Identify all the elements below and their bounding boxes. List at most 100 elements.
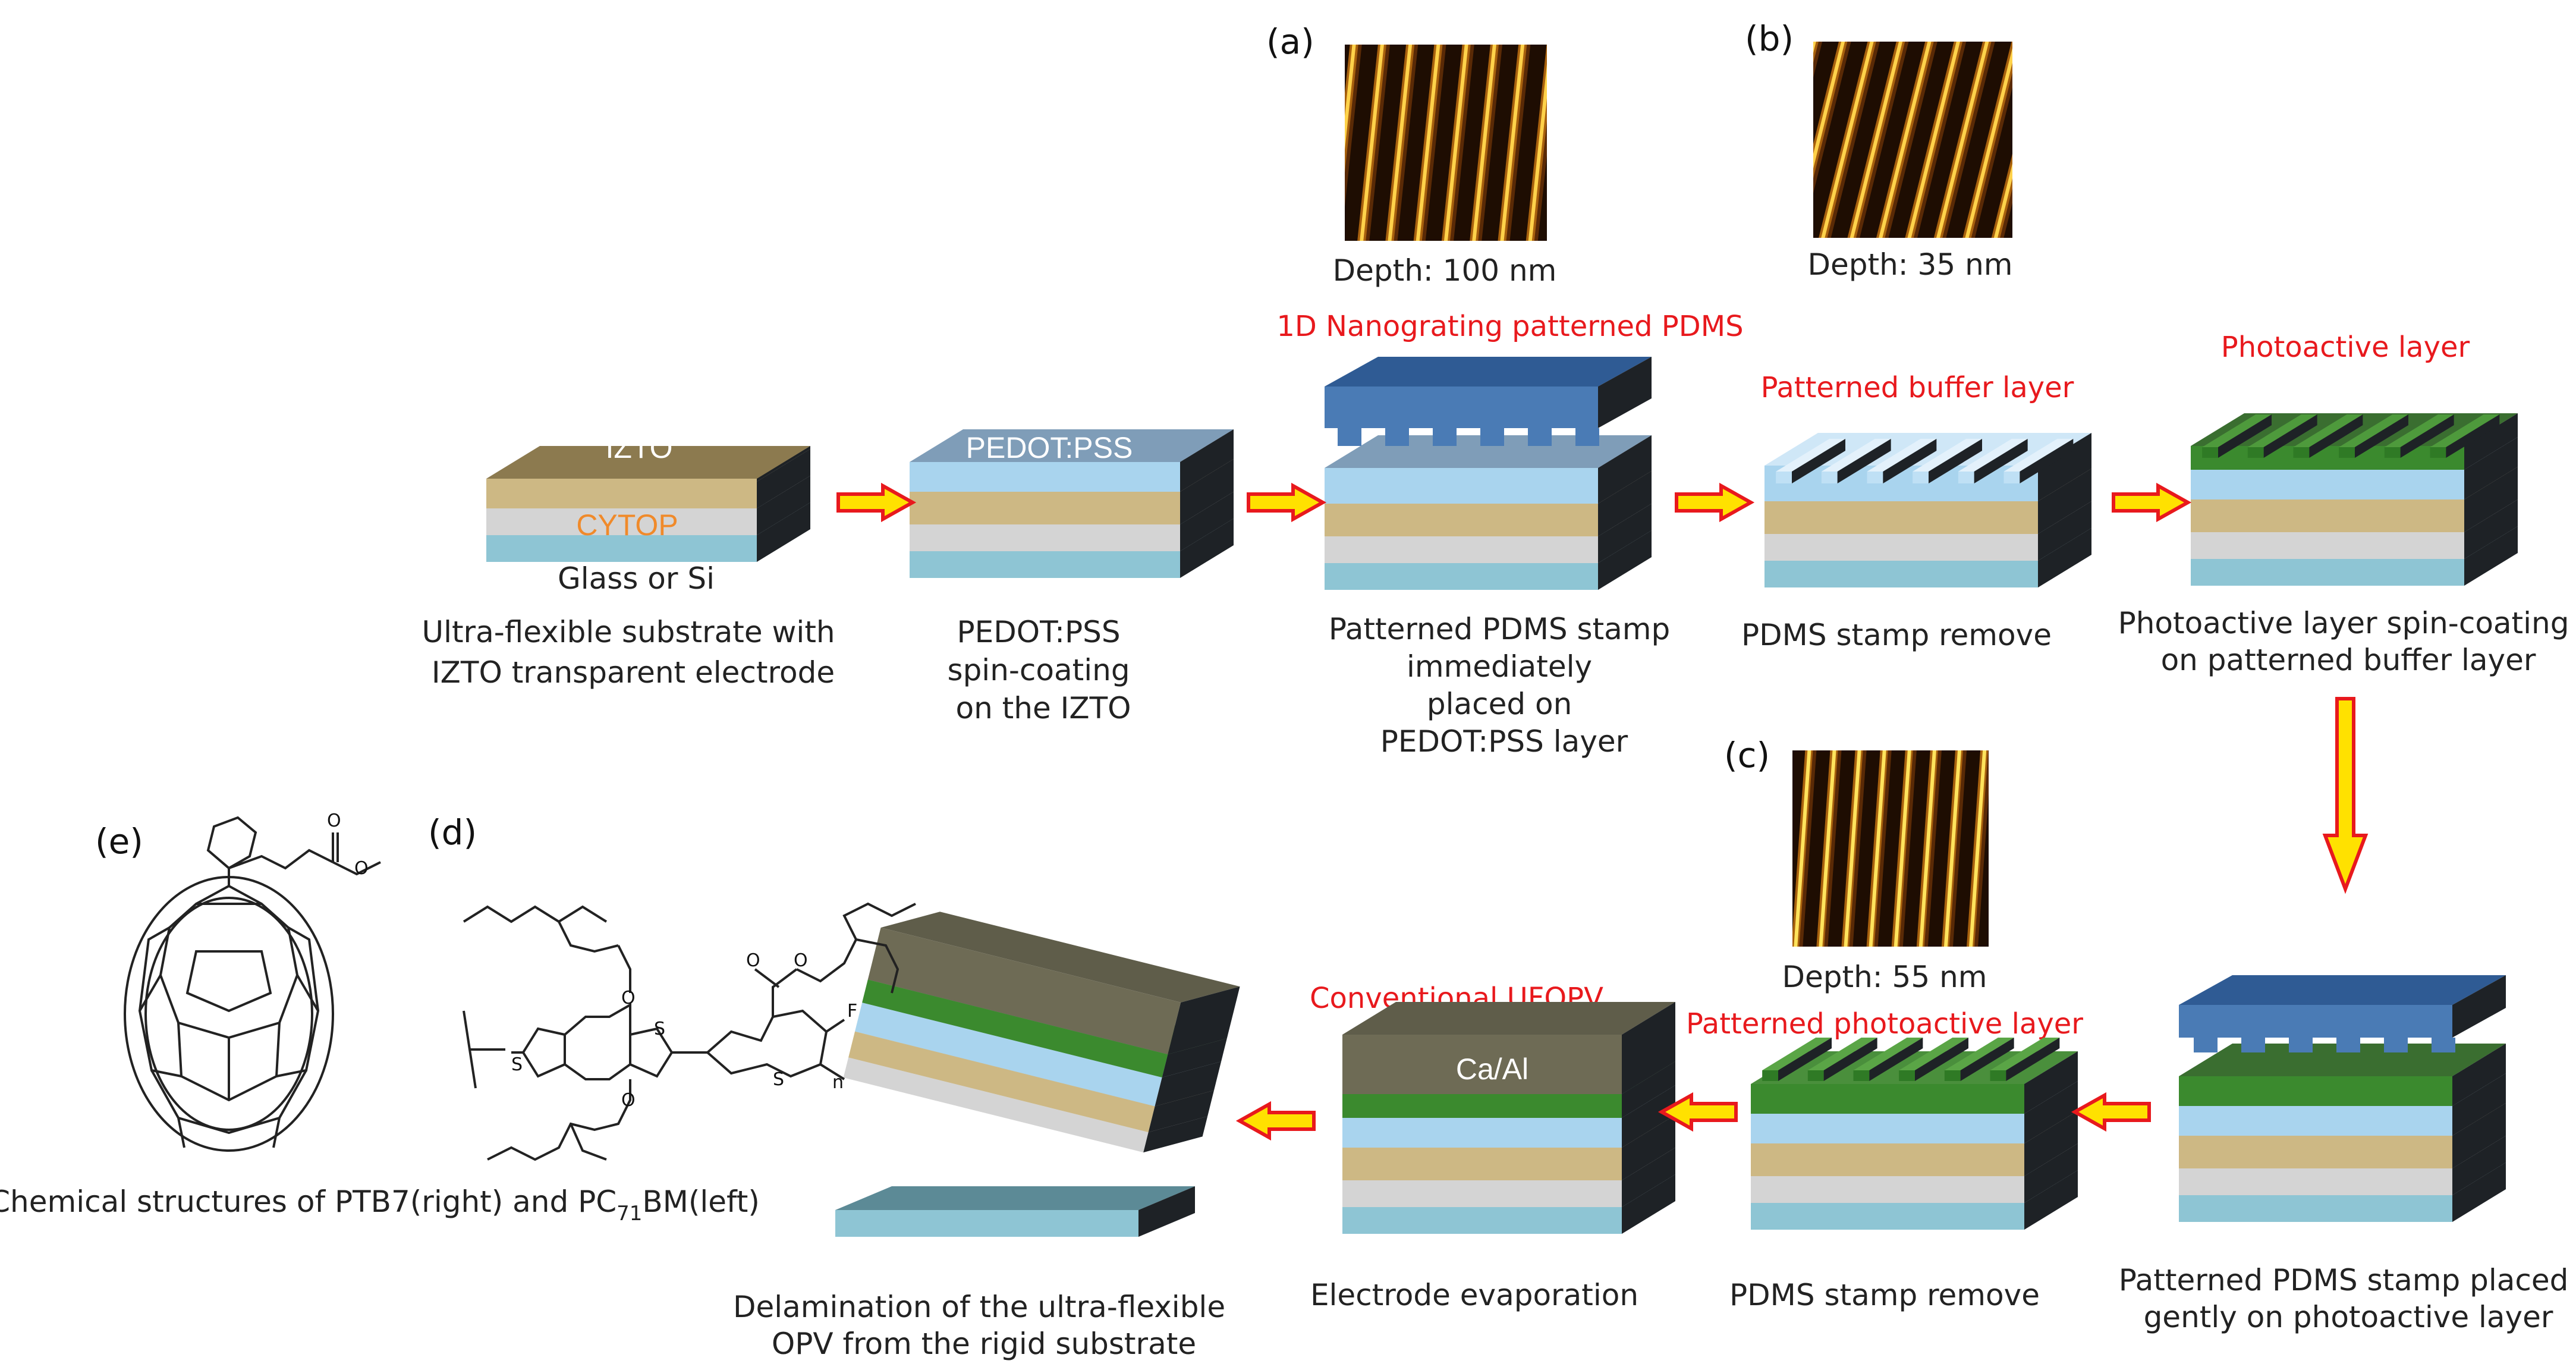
active-grating-step5-ridge-3-front <box>2339 447 2355 458</box>
buffer-grating-step4-ridge-0-side <box>1792 439 1845 483</box>
pdms-stamp-step3-tooth-4 <box>1528 428 1552 446</box>
stack-step7-layer-1-side <box>2024 1143 2078 1203</box>
tilted-layer-1-side <box>1148 1090 1214 1133</box>
stack-step7-layer-1-front <box>1751 1176 2024 1203</box>
active-grating-step7-ridge-4-top <box>1944 1038 2014 1070</box>
caption-step5: Photoactive layer spin-coating on patter… <box>2118 606 2576 677</box>
buffer-grating-step4-ridge-0-front <box>1776 472 1792 483</box>
buffer-grating-step4-ridge-4-top <box>1958 439 2028 472</box>
stack-step2-layer-2-side <box>1180 459 1234 524</box>
ptb7-f-label: F <box>847 1001 857 1022</box>
caption-step8: Electrode evaporation <box>1310 1278 1638 1312</box>
arrow-3-to-4 <box>1675 482 1755 523</box>
stack-step8 <box>1342 1002 1675 1234</box>
caption-step4: PDMS stamp remove <box>1741 618 2052 652</box>
rigid-substrate-front <box>835 1210 1138 1237</box>
buffer-grating-step4-ridge-5-front <box>2003 472 2020 483</box>
active-grating-step7-ridge-4-front <box>1944 1070 1961 1081</box>
delamination-group <box>835 912 1240 1237</box>
layer-label-cytop: CYTOP <box>576 508 678 542</box>
stack-step8-layer-3-front <box>1342 1118 1622 1148</box>
stack-step4-layer-2-front <box>1764 501 2038 534</box>
stack-step6-layer-1-front <box>2179 1168 2452 1195</box>
caption-step6: Patterned PDMS stamp placed gently on ph… <box>2119 1263 2576 1334</box>
stack-step2-layer-3-top <box>910 429 1234 462</box>
arrow-4-to-5 <box>2112 482 2192 523</box>
stack-step7 <box>1751 1038 2078 1230</box>
stack-step2-layer-1-front <box>910 524 1180 551</box>
active-grating-step7-ridge-3-top <box>1899 1038 1968 1070</box>
caption-chemical-structures: Chemical structures of PTB7(right) and P… <box>0 1184 760 1226</box>
buffer-grating-step4-ridge-5-side <box>2020 439 2074 483</box>
stack-step2-layer-2-front <box>910 492 1180 524</box>
active-grating-step5-ridge-0-front <box>2202 447 2218 458</box>
pdms-stamp-step6-body-front <box>2179 1005 2452 1038</box>
ptb7-o-label-3: O <box>746 950 760 971</box>
stack-step3-layer-0-front <box>1325 563 1598 590</box>
stack-step7-layer-4-front <box>1751 1084 2024 1114</box>
stack-step3-layer-3-side <box>1598 435 1652 504</box>
panel-label-a: (a) <box>1266 21 1314 62</box>
stack-step1-layer-3-front <box>486 479 757 482</box>
stack-step5-layer-3-side <box>2464 437 2518 499</box>
stack-step7-layer-2-front <box>1751 1143 2024 1176</box>
pdms-stamp-step3 <box>1325 357 1652 446</box>
stack-step2-layer-3-front <box>910 462 1180 492</box>
stack-step5-layer-2-side <box>2464 467 2518 532</box>
stack-step4-layer-1-side <box>2038 501 2091 561</box>
tilted-layer-2-front <box>855 1003 1162 1107</box>
ptb7-structure <box>463 902 916 1161</box>
panel-label-b: (b) <box>1745 18 1794 59</box>
label-nanograting-pdms: 1D Nanograting patterned PDMS <box>1276 310 1743 343</box>
rigid-substrate-side <box>1138 1186 1195 1237</box>
stack-step4 <box>1764 433 2091 587</box>
pdms-stamp-step3-tooth-5 <box>1575 428 1599 446</box>
pc71bm-o-label-1: O <box>327 810 341 831</box>
active-grating-step5-ridge-1-front <box>2247 447 2264 458</box>
active-grating-step5-ridge-2-top <box>2293 414 2363 447</box>
active-grating-step5-ridge-2-side <box>2309 414 2363 458</box>
process-arrows <box>836 482 2369 1141</box>
stack-step8-layer-5-side <box>1622 1002 1675 1094</box>
label-patterned-buffer: Patterned buffer layer <box>1761 371 2074 404</box>
ptb7-o-label-1: O <box>621 988 636 1008</box>
active-grating-step5-ridge-4-top <box>2384 414 2454 447</box>
caption-step7: PDMS stamp remove <box>1729 1278 2040 1312</box>
pdms-stamp-step6-tooth-5 <box>2432 1038 2455 1052</box>
stack-step2-layer-3-side <box>1180 429 1234 492</box>
rigid-substrate-top <box>835 1186 1195 1210</box>
active-grating-step7-ridge-3-front <box>1899 1070 1915 1081</box>
tilted-layer-4-front <box>867 928 1181 1055</box>
active-grating-step5-ridge-3-top <box>2339 414 2408 447</box>
active-grating-step5-ridge-2-front <box>2293 447 2310 458</box>
panel-label-d: (d) <box>428 812 477 853</box>
layer-label-caal: Ca/Al <box>1456 1052 1528 1086</box>
pdms-stamp-step3-tooth-2 <box>1433 428 1457 446</box>
stack-step5-layer-3-front <box>2191 470 2464 499</box>
stack-step1-layer-1-side <box>757 476 810 535</box>
stack-step7-layer-0-front <box>1751 1203 2024 1230</box>
stack-step5-layer-4-front <box>2191 446 2464 470</box>
stack-step6-layer-3-side <box>2452 1073 2506 1136</box>
ptb7-s-label-3: S <box>773 1069 784 1090</box>
buffer-grating-step4-ridge-2-top <box>1867 439 1937 472</box>
stack-step3 <box>1325 435 1652 590</box>
stack-step3-layer-3-front <box>1325 468 1598 504</box>
stack-step8-layer-5-front <box>1342 1035 1622 1094</box>
pdms-stamp-step3-tooth-1 <box>1385 428 1409 446</box>
stack-step1 <box>486 446 810 562</box>
buffer-grating-step4-ridge-4-side <box>1974 439 2028 483</box>
afm-image-a <box>1345 45 1547 241</box>
buffer-grating-step4-ridge-1-side <box>1837 439 1891 483</box>
active-grating-step7-ridge-5-side <box>2006 1038 2060 1081</box>
layer-label-glass: Glass or Si <box>558 561 715 596</box>
active-grating-step7-ridge-1-side <box>1823 1038 1877 1081</box>
stack-step8-layer-2-front <box>1342 1148 1622 1180</box>
depth-label-a: Depth: 100 nm <box>1333 253 1557 288</box>
active-grating-step7-ridge-0-side <box>1778 1038 1832 1081</box>
stack-step5 <box>2191 413 2518 586</box>
buffer-grating-step4-ridge-3-top <box>1913 439 1982 472</box>
active-grating-step7-ridge-5-front <box>1990 1070 2006 1081</box>
caption-step1: Ultra-flexible substrate with IZTO trans… <box>422 615 844 690</box>
